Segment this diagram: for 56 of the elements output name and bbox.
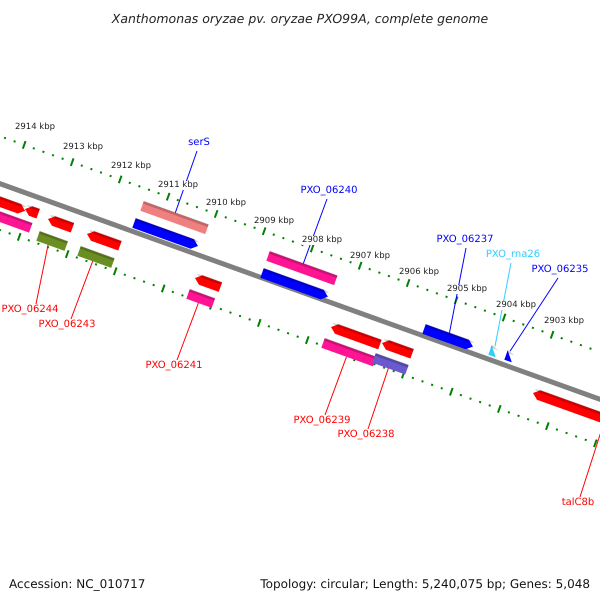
gene-label: PXO_06243 xyxy=(38,320,96,330)
scale-label: 2905 kbp xyxy=(446,285,488,294)
gene-feature xyxy=(132,218,200,249)
gene-bar xyxy=(186,288,216,308)
leader-line xyxy=(176,302,199,360)
gene-feature xyxy=(87,230,122,251)
scale-label: 2904 kbp xyxy=(496,301,536,310)
scale-label: 2913 kbp xyxy=(62,143,104,152)
leader-line xyxy=(324,356,347,416)
scale-label: 2909 kbp xyxy=(254,217,294,226)
gene-feature xyxy=(504,350,514,362)
leader-line xyxy=(510,278,558,352)
gene-feature xyxy=(25,205,40,218)
gene-bar xyxy=(36,230,68,251)
leader-line xyxy=(494,262,512,347)
gene-label: PXO_06239 xyxy=(294,416,350,426)
scale-label: 2912 kbp xyxy=(110,162,152,170)
gene-label: PXO_06240 xyxy=(300,186,358,196)
gene-bar xyxy=(321,338,377,366)
gene-label: PXO_06244 xyxy=(2,305,58,315)
gene-feature xyxy=(382,339,414,359)
gene-feature xyxy=(331,323,382,350)
gene-bar xyxy=(77,246,115,268)
gene-label: PXO_06241 xyxy=(146,361,202,371)
gene-label: serS xyxy=(188,138,210,148)
scale-label: 2910 kbp xyxy=(206,199,246,208)
gene-label: PXO_rna26 xyxy=(486,250,540,260)
gene-feature xyxy=(533,389,600,425)
gene-label: talC8b xyxy=(562,498,594,508)
leader-line xyxy=(368,368,389,430)
gene-feature xyxy=(488,344,498,358)
accession-label: Accession: NC_010717 xyxy=(9,576,146,593)
gene-label: PXO_06238 xyxy=(338,430,394,440)
scale-label: 2908 kbp xyxy=(302,236,342,244)
gene-bar xyxy=(372,352,409,375)
diagram-title: Xanthomonas oryzae pv. oryzae PXO99A, complete genome xyxy=(110,10,490,28)
scale-label: 2911 kbp xyxy=(158,181,198,190)
gene-label: PXO_06235 xyxy=(532,265,588,275)
gene-feature xyxy=(422,324,474,350)
scale-label: 2914 kbp xyxy=(14,123,56,132)
gene-bar xyxy=(266,250,338,286)
gene-bar xyxy=(0,210,33,233)
leader-line xyxy=(302,198,328,264)
leader-line xyxy=(70,260,94,320)
leader-line xyxy=(36,244,49,304)
gene-feature xyxy=(0,194,26,214)
leader-line xyxy=(174,150,198,214)
gene-feature xyxy=(48,215,74,232)
gene-label: PXO_06237 xyxy=(436,235,494,245)
scale-label: 2906 kbp xyxy=(398,268,440,276)
genome-summary: Topology: circular; Length: 5,240,075 bp; Genes: 5,048 xyxy=(260,576,590,593)
scale-label: 2907 kbp xyxy=(350,252,390,260)
scale-label: 2903 kbp xyxy=(544,317,584,326)
gene-feature xyxy=(260,268,330,300)
gene-feature xyxy=(195,274,222,292)
leader-line xyxy=(448,248,466,334)
